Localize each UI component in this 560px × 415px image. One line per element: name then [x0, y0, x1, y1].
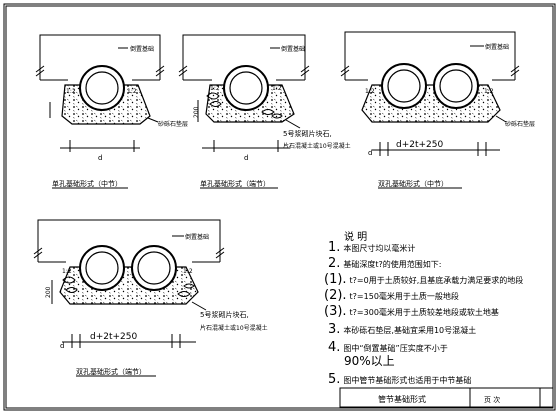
label-slope: 1:2 — [183, 268, 193, 275]
caption-double-end: 双孔基础形式（端节） — [76, 367, 146, 376]
note-item: 2.基础深度t?的使用范围如下: — [328, 256, 442, 271]
pipe-inner — [85, 71, 119, 105]
label-slope: 1:2 — [62, 268, 72, 275]
panel-double-middle: 倒置基础 1:2 1:2 砂砾石垫层 d+2t+250 d 双孔基础形式（中节） — [340, 31, 535, 189]
label-tube-support: 倒置基础 — [485, 43, 509, 51]
sheet-inner-border — [5, 5, 554, 409]
pipe-inner — [137, 251, 171, 285]
block-note: 5号浆砌片块石, — [283, 129, 332, 138]
note-item: 4.图中“倒置基础”压实度不小于 — [328, 340, 448, 355]
block-note: 片石混凝土或10号混凝土 — [283, 142, 351, 150]
notes-heading: 说 明 — [344, 232, 368, 243]
note-item: 5.图中管节基础形式也适用于中节基础 — [328, 372, 472, 387]
dim-width: d+2t+250 — [90, 332, 138, 342]
dim-200: 200 — [193, 106, 200, 118]
note-item-continued: 90%以上 — [344, 354, 395, 368]
caption-single-middle: 单孔基础形式（中节） — [52, 179, 122, 188]
label-tube-support: 倒置基础 — [130, 45, 154, 53]
dim-200: 200 — [45, 286, 52, 298]
pipe-inner — [439, 69, 473, 103]
drawing-title: 管节基础形式 — [378, 394, 426, 404]
caption-double-middle: 双孔基础形式（中节） — [378, 179, 448, 188]
label-slope: 1:2 — [484, 88, 494, 95]
panel-double-end: 倒置基础 1:2 1:2 200 5号浆砌片块石, 片石混凝土或10号混凝土 d… — [33, 219, 268, 377]
block-note: 片石混凝土或10号混凝土 — [200, 324, 268, 332]
embankment-outline — [39, 34, 161, 80]
pipe-inner — [387, 69, 421, 103]
label-slope: 1:2 — [66, 88, 76, 95]
dim-width: d+2t+250 — [396, 140, 444, 150]
dim-d: d — [60, 342, 64, 350]
title-block: 管节基础形式 页 次 — [339, 387, 554, 408]
label-slope: 1:2 — [127, 88, 137, 95]
note-item: (1).t?=0用于土质较好,且基底承载力满足要求的地段 — [324, 272, 524, 287]
note-item: 1.本图尺寸均以毫米计 — [328, 240, 416, 255]
rubble-stones — [62, 276, 195, 297]
label-gravel-cushion: 砂砾石垫层 — [158, 120, 188, 128]
sheet-border — [3, 3, 556, 411]
block-note: 5号浆砌片块石, — [200, 310, 249, 319]
pipe-inner — [85, 251, 119, 285]
label-tube-support: 倒置基础 — [281, 45, 305, 53]
panel-single-middle: 倒置基础 1:2 1:2 砂砾石垫层 d 单孔基础形式（中节） — [35, 34, 188, 189]
label-gravel-cushion: 砂砾石垫层 — [505, 120, 535, 128]
label-slope: 1:2 — [272, 85, 282, 92]
dim-d: d — [98, 154, 102, 162]
note-item: (2).t?=150毫米用于土质一般地段 — [324, 288, 459, 303]
panel-single-end: 倒置基础 1:2 1:2 200 5号浆砌片块石, 片石混凝土或10号混凝土 d… — [178, 34, 351, 189]
note-item: 3.本砂砾石垫层,基础宜采用10号混凝土 — [328, 322, 477, 337]
rubble-stones — [206, 92, 283, 119]
label-slope: 1:2 — [210, 85, 220, 92]
dim-d: d — [368, 149, 372, 157]
label-tube-support: 倒置基础 — [185, 233, 209, 241]
pipe-inner — [229, 71, 263, 105]
caption-single-end: 单孔基础形式（端节） — [200, 179, 270, 188]
label-slope: 1:2 — [365, 88, 375, 95]
dim-d: d — [244, 154, 248, 162]
page-label: 页 次 — [484, 395, 500, 404]
note-item: (3).t?=300毫米用于土质较差地段或软土地基 — [324, 304, 499, 319]
